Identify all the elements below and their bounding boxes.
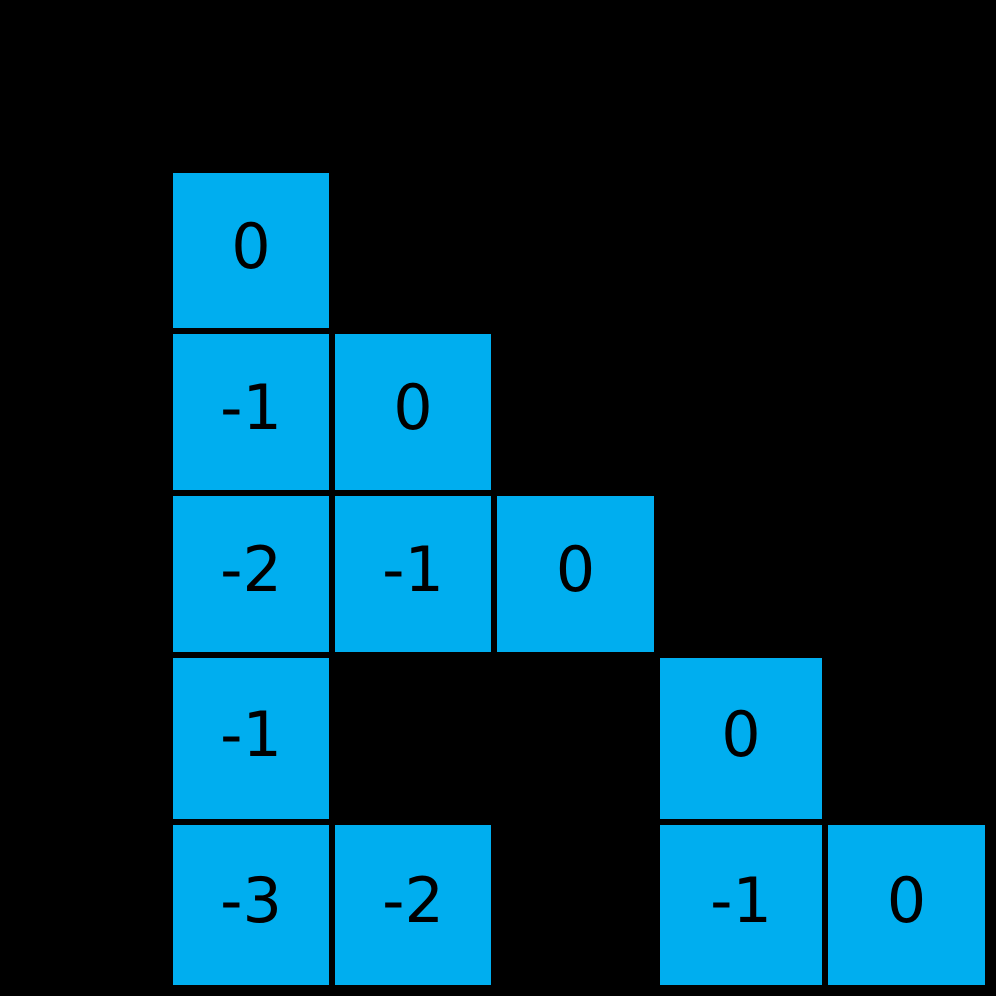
matrix-cell-r2-c0[interactable]: -2	[170, 493, 332, 655]
matrix-cell-r4-c4[interactable]: 0	[825, 822, 988, 988]
matrix-cell-r1-c1[interactable]: 0	[332, 331, 494, 493]
matrix-cell-r0-c0[interactable]: 0	[170, 170, 332, 331]
matrix-cell-r3-c0[interactable]: -1	[170, 655, 332, 822]
matrix-cell-value: -2	[382, 864, 444, 937]
matrix-cell-r2-c2[interactable]: 0	[494, 493, 657, 655]
matrix-cell-value: 0	[393, 371, 433, 444]
matrix-cell-value: 0	[721, 697, 761, 771]
matrix-cell-r4-c0[interactable]: -3	[170, 822, 332, 988]
matrix-cell-value: 0	[886, 864, 927, 937]
matrix-cell-value: -3	[220, 864, 282, 937]
matrix-cell-value: -1	[382, 533, 444, 606]
matrix-cell-r4-c1[interactable]: -2	[332, 822, 494, 988]
matrix-cell-value: -1	[710, 864, 772, 937]
matrix-cell-r1-c0[interactable]: -1	[170, 331, 332, 493]
matrix-cell-value: -2	[220, 533, 282, 606]
matrix-cell-r4-c3[interactable]: -1	[657, 822, 825, 988]
matrix-cell-value: 0	[231, 209, 271, 283]
matrix-cell-r3-c3[interactable]: 0	[657, 655, 825, 822]
matrix-cell-value: -1	[220, 697, 282, 771]
matrix-cell-value: -1	[220, 371, 282, 444]
matrix-cell-value: 0	[555, 533, 596, 606]
matrix-cell-r2-c1[interactable]: -1	[332, 493, 494, 655]
